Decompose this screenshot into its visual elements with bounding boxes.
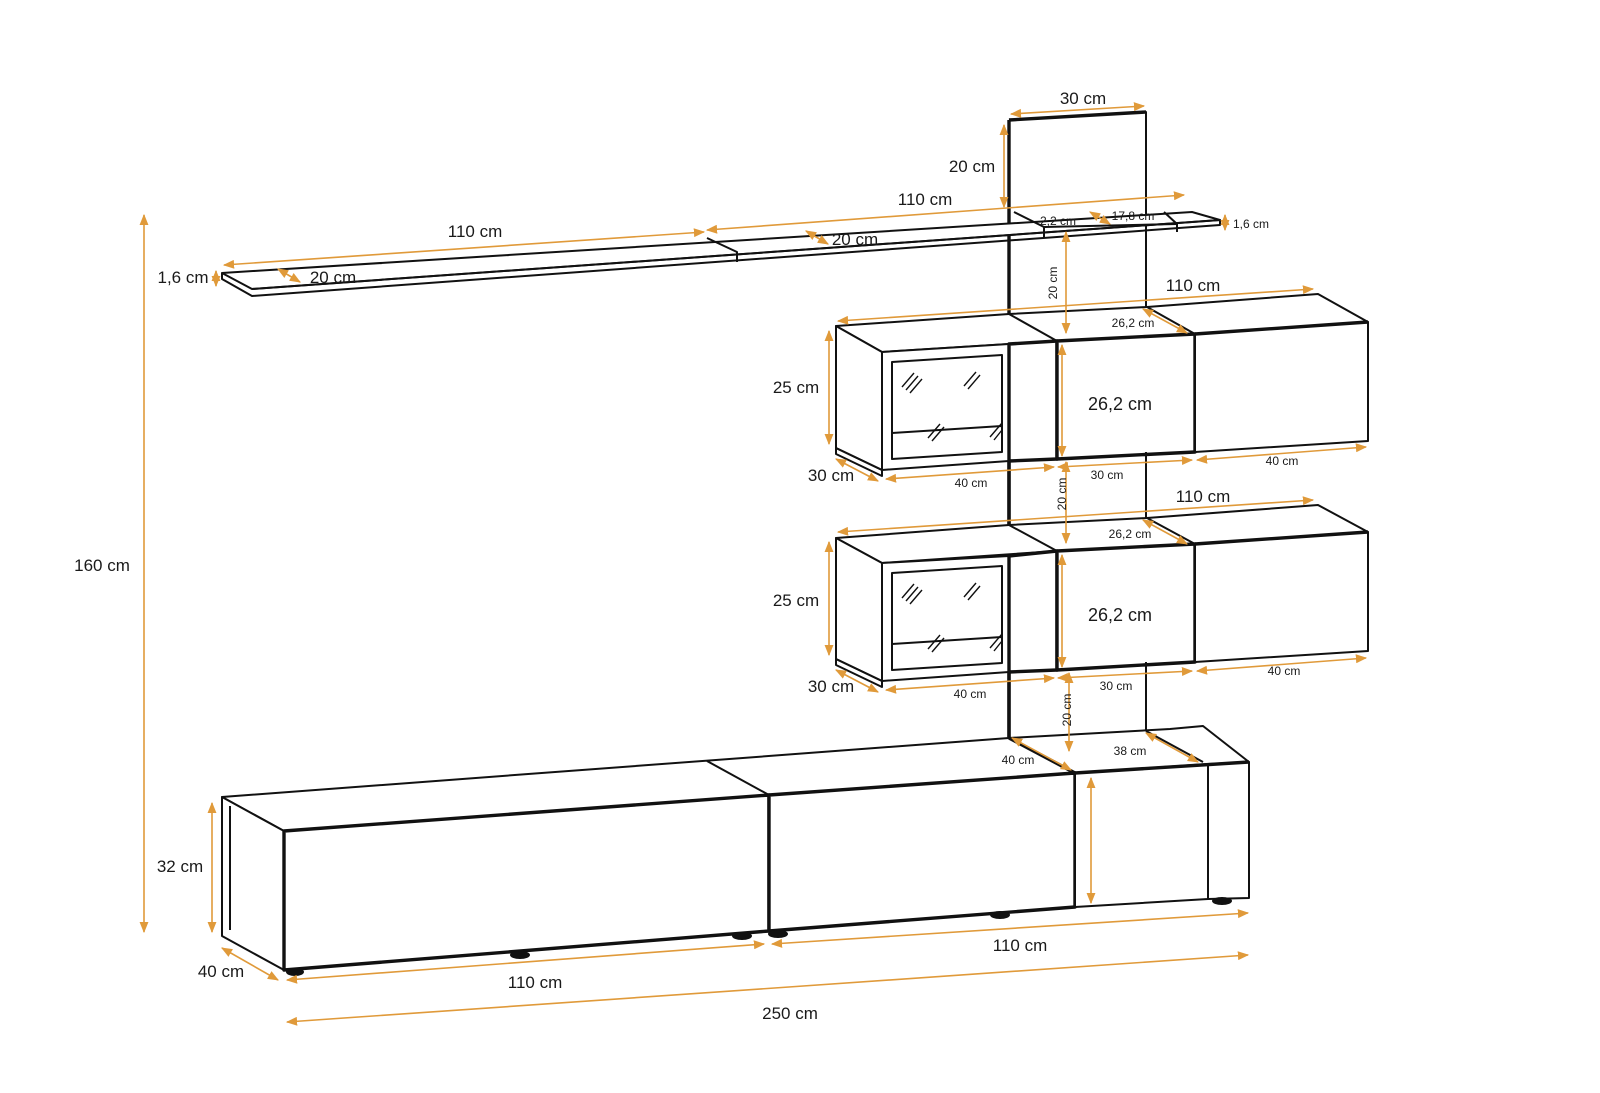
label-upper-width: 110 cm [1166,276,1221,295]
dim-upper-top-depth [1142,308,1188,334]
label-total-height: 160 cm [74,556,130,575]
label-shelf-end: 17,8 cm [1112,209,1155,223]
label-upper-top-depth: 26,2 cm [1112,316,1155,330]
dim-shelf-depth-b [805,230,829,245]
label-tv-right-width: 110 cm [993,936,1048,955]
dim-upper-width [836,285,1315,325]
label-shelf-gap: 2,2 cm [1040,214,1076,228]
label-panel-gap-1: 20 cm [1046,267,1060,300]
label-lower-w-mid: 30 cm [1100,679,1133,693]
dim-tv-side-top-depth [1011,737,1072,771]
label-lower-mid-height: 26,2 cm [1088,605,1152,625]
dim-tv-side-top-width [1145,732,1199,763]
label-lower-width: 110 cm [1176,487,1231,506]
label-upper-w-right: 40 cm [1266,454,1299,468]
label-shelf-thickness-right: 1,6 cm [1233,217,1269,231]
dim-lower-w-right [1195,654,1368,675]
label-total-width: 250 cm [762,1004,818,1023]
label-lower-w-right: 40 cm [1268,664,1301,678]
dim-lower-w-mid [1056,667,1194,682]
dim-upper-w-left [884,463,1056,483]
dim-shelf-end [1089,211,1111,225]
label-panel-gap-2: 20 cm [1055,478,1069,511]
label-tv-depth: 40 cm [198,962,244,981]
dim-shelf-right-width [705,191,1186,234]
dim-lower-width [836,496,1315,536]
label-tv-left-width: 110 cm [508,973,563,992]
dimension-lines [139,102,1368,1026]
dim-tv-depth [221,947,279,981]
label-upper-w-left: 40 cm [955,476,988,490]
dim-lower-w-left [884,674,1056,694]
label-shelf-right-width: 110 cm [898,190,953,209]
label-upper-mid-height: 26,2 cm [1088,394,1152,414]
label-shelf-thickness-left: 1,6 cm [157,268,208,287]
dim-shelf-left-width [222,228,706,269]
upper-wall-cabinet [835,293,1369,477]
dim-lower-depth [835,669,879,693]
dim-total-width [285,951,1250,1026]
label-upper-height: 25 cm [773,378,819,397]
lower-wall-cabinet [835,504,1369,688]
dim-upper-w-right [1195,443,1368,464]
dim-upper-w-mid [1056,456,1194,471]
label-lower-w-left: 40 cm [954,687,987,701]
label-tv-side-top-depth: 40 cm [1002,753,1035,767]
furniture-outlines [221,110,1369,976]
label-top-panel-height: 20 cm [949,157,995,176]
label-lower-top-depth: 26,2 cm [1109,527,1152,541]
tv-lowboard [221,725,1250,976]
label-panel-gap-3: 20 cm [1060,694,1074,727]
label-tv-side-top-width: 38 cm [1114,744,1147,758]
label-lower-depth: 30 cm [808,677,854,696]
label-upper-depth: 30 cm [808,466,854,485]
label-tv-height: 32 cm [157,857,203,876]
dim-shelf-depth-a [277,268,301,283]
label-shelf-depth-b: 20 cm [832,230,878,249]
label-shelf-left-width: 110 cm [448,222,503,241]
label-lower-height: 25 cm [773,591,819,610]
label-top-panel-width: 30 cm [1060,89,1106,108]
dim-top-panel-width [1009,102,1146,118]
dimension-labels: 30 cm 20 cm 110 cm 110 cm 20 cm 20 cm 1,… [74,89,1300,1023]
dim-lower-top-depth [1142,519,1188,545]
label-shelf-depth-a: 20 cm [310,268,356,287]
label-upper-w-mid: 30 cm [1091,468,1124,482]
dim-upper-depth [835,458,879,482]
dim-tv-right-width [770,909,1250,948]
